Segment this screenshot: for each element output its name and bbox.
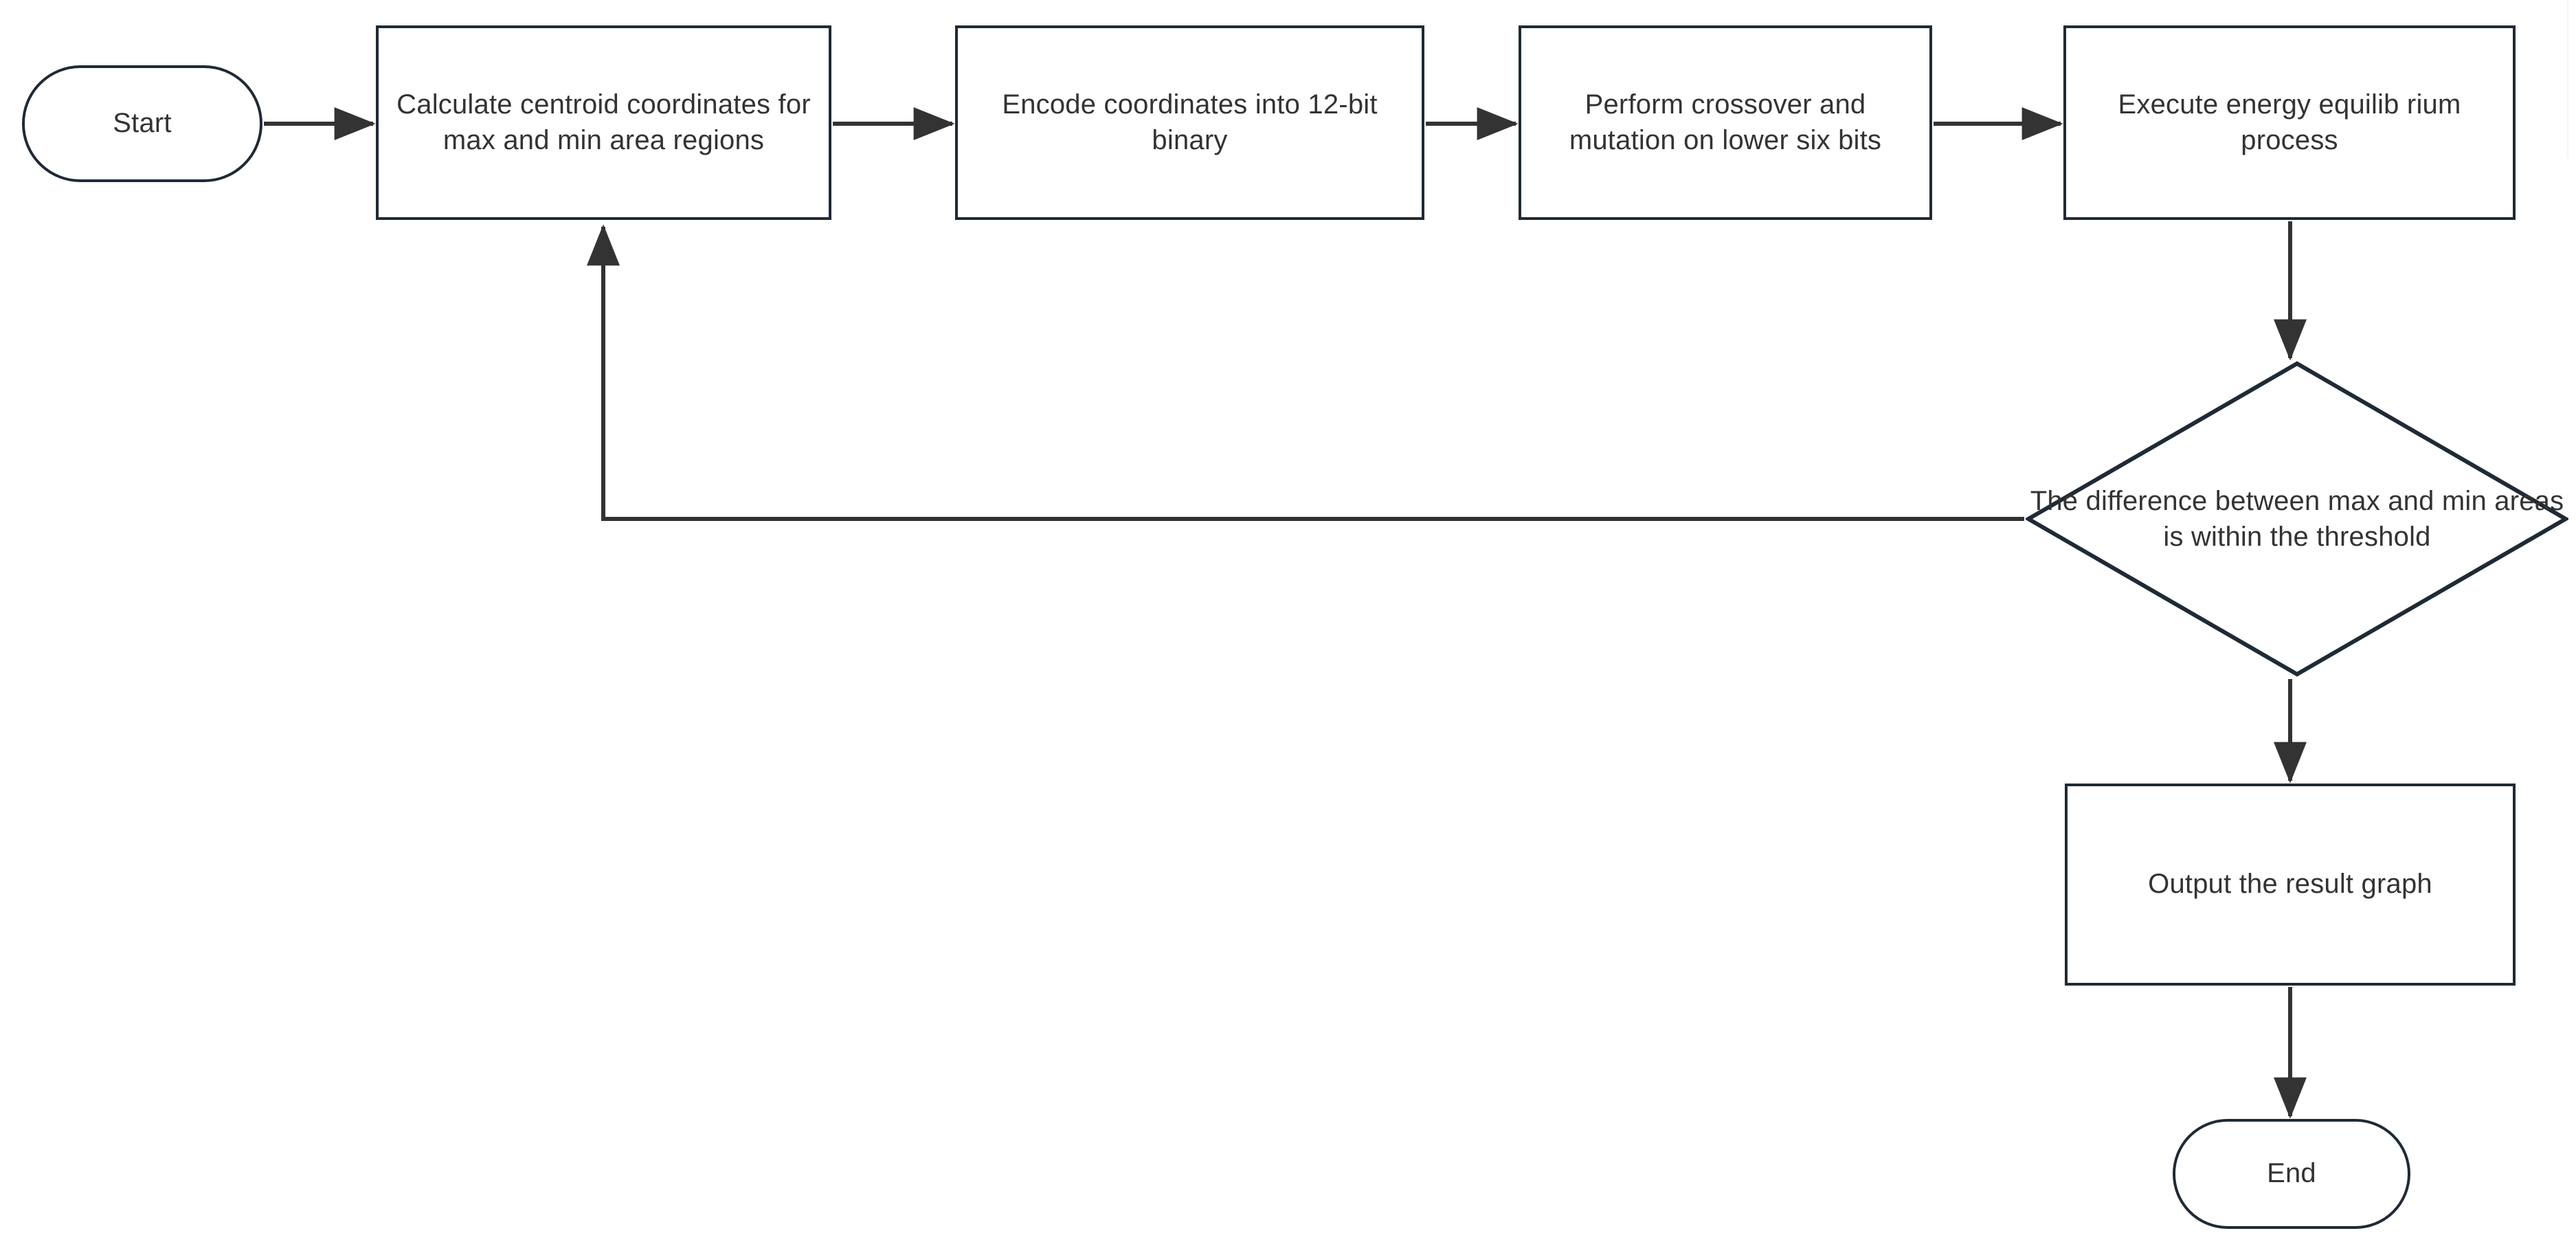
node-crossover-mutation[interactable]: Perform crossover and mutation on lower …	[1519, 25, 1932, 220]
node-end-label: End	[2267, 1158, 2316, 1189]
node-threshold-decision[interactable]: The difference between max and min areas…	[2026, 361, 2568, 677]
node-encode-binary-label: Encode coordinates into 12-bit binary	[1002, 89, 1378, 155]
node-energy-equilibrium-label: Execute energy equilib rium process	[2118, 89, 2461, 155]
node-encode-binary[interactable]: Encode coordinates into 12-bit binary	[955, 25, 1424, 220]
node-crossover-mutation-label: Perform crossover and mutation on lower …	[1569, 89, 1882, 155]
node-start-label: Start	[113, 108, 172, 139]
page-right-edge	[2566, 0, 2568, 158]
diamond-shape	[2026, 361, 2568, 677]
node-output-graph-label: Output the result graph	[2148, 869, 2432, 900]
node-threshold-decision-label: The difference between max and min areas…	[2030, 486, 2564, 552]
node-calculate-centroid-label: Calculate centroid coordinates for max a…	[396, 89, 811, 155]
edge-decision-feedback-to-calc-centroid	[587, 224, 2024, 521]
node-calculate-centroid[interactable]: Calculate centroid coordinates for max a…	[376, 25, 831, 220]
node-energy-equilibrium[interactable]: Execute energy equilib rium process	[2063, 25, 2516, 220]
node-output-graph[interactable]: Output the result graph	[2065, 784, 2516, 986]
node-end[interactable]: End	[2173, 1119, 2410, 1229]
node-start[interactable]: Start	[22, 65, 262, 182]
